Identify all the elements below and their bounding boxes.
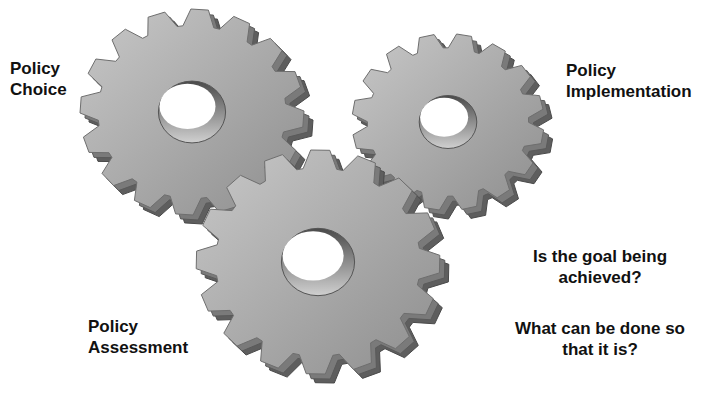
assessment-gear-hole (281, 228, 354, 295)
implementation-gear-hole-opening (420, 98, 468, 137)
question-note: What can be done so that it is? (500, 318, 700, 360)
assessment-gear-face (196, 150, 440, 374)
implementation-gear-hole (419, 96, 477, 149)
assessment-gear-hole-opening (283, 231, 344, 280)
gear-label: Policy Implementation (566, 60, 711, 102)
choice-gear-hole (158, 81, 225, 143)
gear-label: Policy Choice (10, 58, 88, 100)
gear-label: Policy Assessment (88, 316, 206, 358)
choice-gear-hole-opening (160, 84, 216, 129)
question-note: Is the goal being achieved? (500, 246, 700, 288)
